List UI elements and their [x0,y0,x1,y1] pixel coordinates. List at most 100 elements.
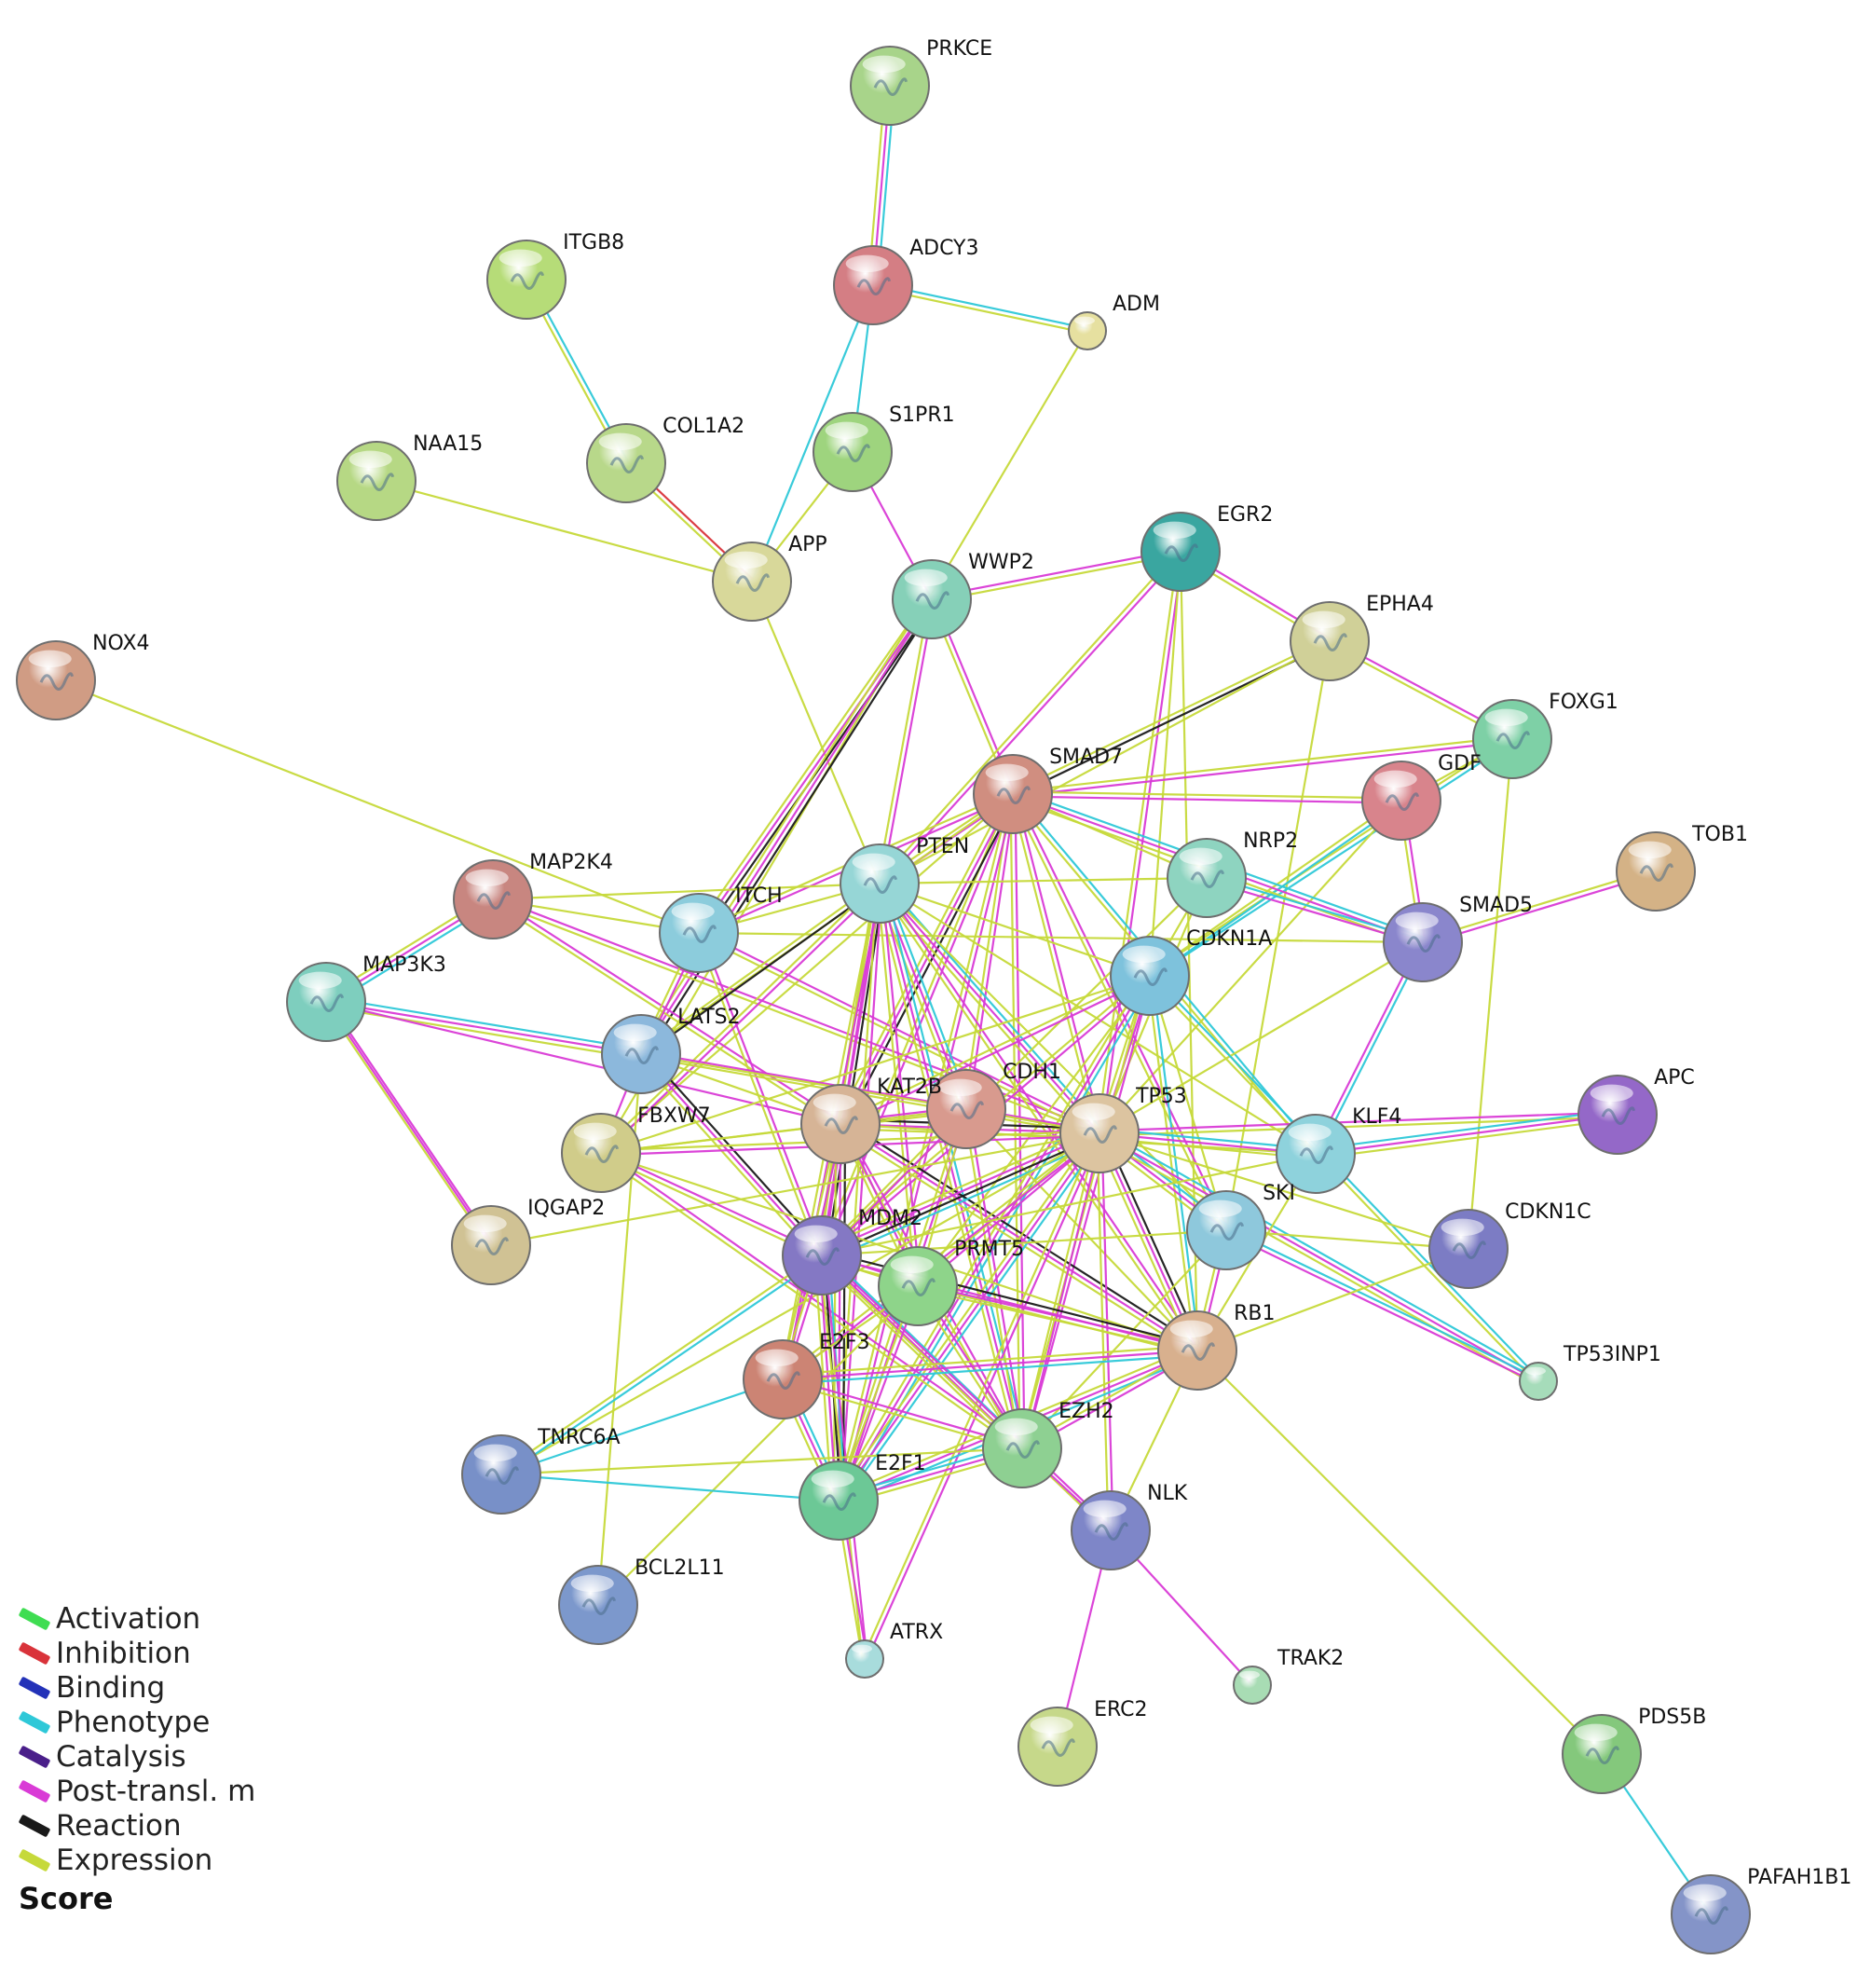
protein-structure-icon [510,271,545,290]
node-egr2[interactable]: EGR2 [1140,503,1273,592]
node-app[interactable]: APP [712,533,827,622]
node-foxg1[interactable]: FOXG1 [1472,691,1618,779]
node-nrp2[interactable]: NRP2 [1167,829,1298,918]
node-e2f1[interactable]: E2F1 [799,1452,926,1541]
node-nlk[interactable]: NLK [1071,1482,1188,1570]
node-highlight [1525,1366,1546,1376]
edge-line-posttransl [1099,1132,1539,1382]
node-map2k4[interactable]: MAP2K4 [453,851,613,939]
node-highlight [1683,1884,1727,1902]
protein-structure-icon [1190,870,1225,888]
node-itch[interactable]: ITCH [659,884,783,973]
edge-line-expression [963,1109,1021,1449]
node-trak2[interactable]: TRAK2 [1233,1647,1344,1705]
edge-line-posttransl [1224,1231,1538,1385]
edge-tp53-mdm2 [818,1126,1103,1263]
node-label: FBXW7 [637,1104,711,1128]
edge-line-posttransl [1023,976,1154,1449]
node-tnrc6a[interactable]: TNRC6A [461,1426,621,1515]
protein-structure-icon [584,1145,620,1163]
edge-line-expression [490,1131,1100,1247]
edge-tp53-cdkn1c [1099,1131,1469,1251]
node-epha4[interactable]: EPHA4 [1290,593,1434,681]
node-label: NRP2 [1243,829,1298,853]
node-e2f3[interactable]: E2F3 [743,1331,870,1419]
node-highlight [811,1470,854,1488]
node-gdf[interactable]: GDF [1361,752,1482,841]
edge-line-expression [491,900,840,1128]
node-nox4[interactable]: NOX4 [16,632,150,720]
node-fbxw7[interactable]: FBXW7 [561,1104,711,1193]
edge-line-expression [813,1255,833,1501]
node-mdm2[interactable]: MDM2 [782,1207,922,1296]
edge-line-expression [325,1005,641,1061]
node-bcl2l11[interactable]: BCL2L11 [558,1556,725,1645]
node-cdkn1a[interactable]: CDKN1A [1110,927,1272,1016]
edge-gdf-smad7 [1012,790,1402,804]
node-ezh2[interactable]: EZH2 [982,1400,1114,1488]
node-iqgap2[interactable]: IQGAP2 [451,1197,605,1285]
node-highlight [28,650,72,668]
node-highlight [1484,708,1528,727]
node-tob1[interactable]: TOB1 [1616,823,1748,912]
edge-line-expression [1147,798,1401,975]
legend-label: Reaction [56,1808,182,1843]
node-adm[interactable]: ADM [1068,293,1160,350]
node-pds5b[interactable]: PDS5B [1562,1706,1706,1794]
node-prkce[interactable]: PRKCE [850,37,992,126]
node-smad5[interactable]: SMAD5 [1383,894,1533,982]
node-atrx[interactable]: ATRX [845,1621,943,1679]
node-pafah1b1[interactable]: PAFAH1B1 [1671,1866,1851,1954]
node-s1pr1[interactable]: S1PR1 [813,404,955,492]
node-naa15[interactable]: NAA15 [336,432,483,521]
protein-structure-icon [1495,731,1531,749]
node-itgb8[interactable]: ITGB8 [486,231,624,320]
edge-line-phenotype [783,1353,1198,1386]
edge-line-posttransl [601,1150,1025,1447]
node-prmt5[interactable]: PRMT5 [878,1238,1024,1326]
protein-structure-icon [1209,1222,1245,1241]
edge-adcy3-app [750,284,875,583]
node-highlight [1122,945,1166,964]
node-apc[interactable]: APC [1577,1066,1695,1155]
node-label: APP [788,533,827,556]
edge-line-phenotype [1226,1227,1540,1380]
edge-lats2-mdm2 [636,1049,826,1260]
node-label: NLK [1147,1482,1188,1505]
node-rb1[interactable]: RB1 [1157,1302,1275,1391]
legend-item-phenotype: Phenotype [18,1705,317,1739]
node-tp53[interactable]: TP53 [1059,1085,1187,1173]
node-col1a2[interactable]: COL1A2 [586,415,744,503]
edge-mdm2-tnrc6a [498,1253,825,1477]
edge-line-phenotype [841,1135,1104,1504]
node-highlight [994,1418,1038,1436]
edge-map3k3-lats2 [325,995,642,1061]
node-highlight [1288,1123,1332,1142]
node-pten[interactable]: PTEN [840,835,969,924]
node-cdkn1c[interactable]: CDKN1C [1428,1200,1591,1289]
node-smad7[interactable]: SMAD7 [973,746,1123,834]
node-lats2[interactable]: LATS2 [601,1006,741,1094]
node-cdh1[interactable]: CDH1 [926,1061,1061,1149]
node-adcy3[interactable]: ADCY3 [833,237,979,325]
edge-cdkn1a-fbxw7 [600,974,1151,1155]
edge-line-posttransl [493,896,842,1123]
node-ski[interactable]: SKI [1186,1182,1295,1270]
node-map3k3[interactable]: MAP3K3 [286,953,446,1042]
edge-rb1-pds5b [1196,1350,1603,1755]
edge-foxg1-cdkn1c [1467,738,1514,1250]
edge-ezh2-tnrc6a [500,1446,1023,1476]
node-erc2[interactable]: ERC2 [1017,1698,1148,1787]
node-label: CDKN1C [1505,1200,1591,1224]
edge-line-expression [1099,941,1424,1134]
node-label: TP53 [1135,1085,1187,1108]
node-label: SMAD7 [1049,746,1123,769]
edge-line-expression [1097,1136,1537,1387]
node-kat2b[interactable]: KAT2B [800,1076,942,1164]
node-wwp2[interactable]: WWP2 [892,551,1034,639]
protein-structure-icon [856,277,892,295]
node-tp53inp1[interactable]: TP53INP1 [1519,1343,1661,1401]
edge-rb1-e2f3 [782,1344,1198,1386]
node-klf4[interactable]: KLF4 [1276,1105,1401,1194]
